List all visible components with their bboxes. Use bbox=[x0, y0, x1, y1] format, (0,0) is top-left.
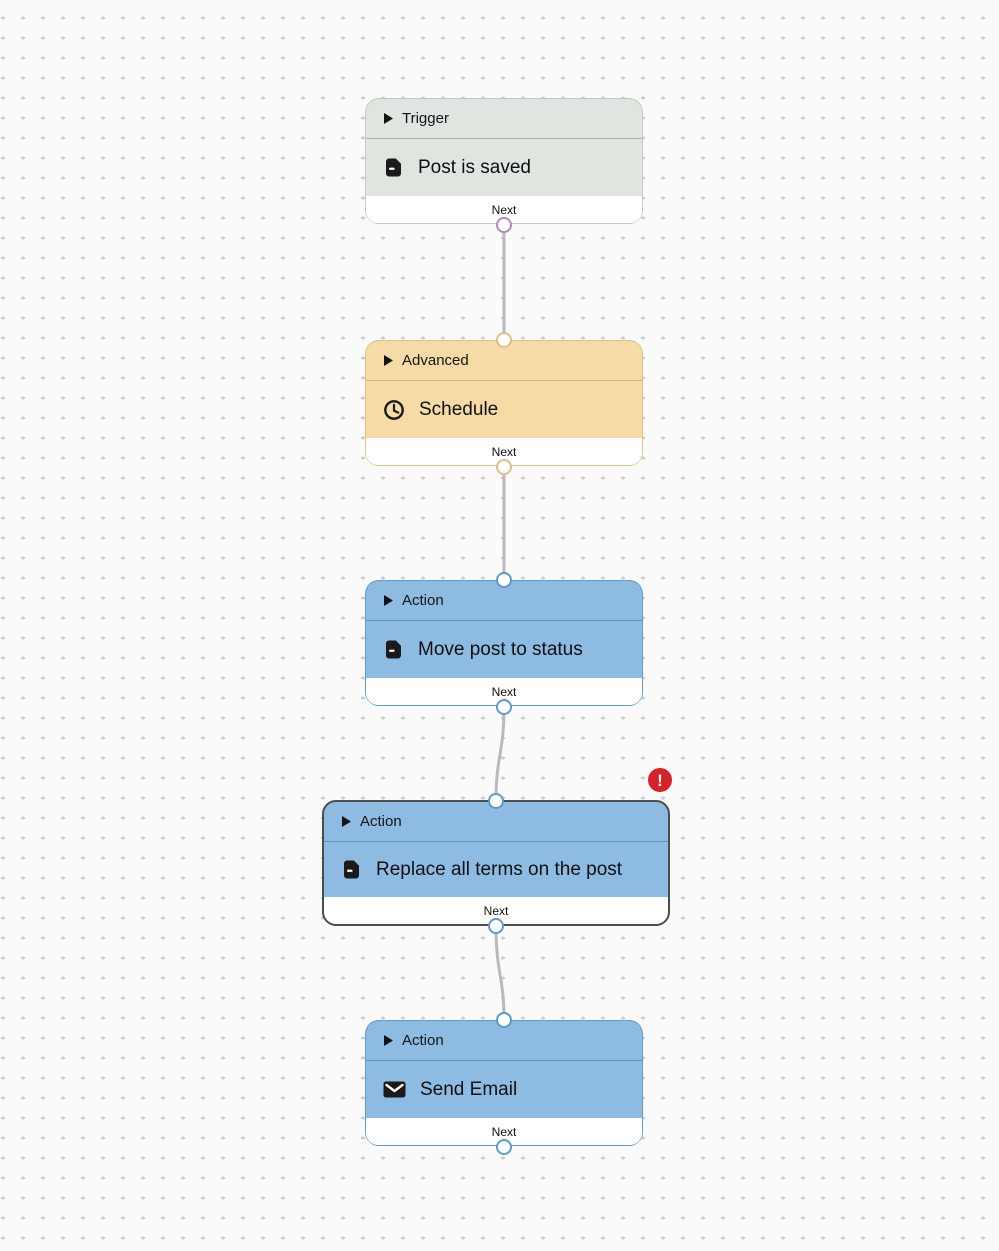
output-port[interactable] bbox=[487, 917, 504, 934]
output-port[interactable] bbox=[495, 458, 512, 475]
node-body: Send Email bbox=[366, 1061, 642, 1118]
node-header[interactable]: Action bbox=[366, 581, 642, 621]
output-port[interactable] bbox=[495, 216, 512, 233]
node-body: Replace all terms on the post bbox=[324, 842, 668, 897]
next-label: Next bbox=[483, 903, 509, 918]
connection-line[interactable] bbox=[494, 924, 506, 1022]
document-icon bbox=[383, 639, 404, 660]
node-kind-label: Action bbox=[402, 592, 444, 609]
node-title: Schedule bbox=[419, 398, 499, 420]
node-header[interactable]: Trigger bbox=[366, 99, 642, 139]
envelope-icon bbox=[383, 1081, 406, 1098]
node-action-move-post-to-status[interactable]: Action Move post to status Next bbox=[365, 571, 643, 715]
expand-arrow-icon[interactable] bbox=[384, 595, 393, 606]
node-kind-label: Advanced bbox=[402, 352, 469, 369]
node-title: Replace all terms on the post bbox=[376, 858, 623, 880]
node-title: Move post to status bbox=[418, 638, 583, 660]
next-label: Next bbox=[491, 684, 517, 699]
node-kind-label: Trigger bbox=[402, 110, 449, 127]
node-action-replace-all-terms[interactable]: ! Action Replace all terms on the post N… bbox=[322, 768, 672, 934]
connection-line[interactable] bbox=[494, 704, 506, 802]
document-icon bbox=[383, 157, 404, 178]
node-header[interactable]: Action bbox=[366, 1021, 642, 1061]
input-port[interactable] bbox=[495, 331, 512, 348]
node-title: Post is saved bbox=[418, 156, 531, 178]
node-kind-label: Action bbox=[360, 813, 402, 830]
node-action-send-email[interactable]: Action Send Email Next bbox=[365, 1011, 643, 1155]
next-label: Next bbox=[491, 444, 517, 459]
output-port[interactable] bbox=[495, 698, 512, 715]
node-body: Move post to status bbox=[366, 621, 642, 678]
clock-icon bbox=[383, 399, 405, 421]
output-port[interactable] bbox=[495, 1138, 512, 1155]
expand-arrow-icon[interactable] bbox=[384, 113, 393, 124]
input-port[interactable] bbox=[495, 571, 512, 588]
expand-arrow-icon[interactable] bbox=[342, 816, 351, 827]
expand-arrow-icon[interactable] bbox=[384, 355, 393, 366]
next-label: Next bbox=[491, 202, 517, 217]
input-port[interactable] bbox=[487, 792, 504, 809]
input-port[interactable] bbox=[495, 1011, 512, 1028]
node-body: Post is saved bbox=[366, 139, 642, 196]
node-kind-label: Action bbox=[402, 1032, 444, 1049]
node-title: Send Email bbox=[420, 1078, 518, 1100]
node-header[interactable]: Advanced bbox=[366, 341, 642, 381]
document-icon bbox=[341, 859, 362, 880]
node-advanced-schedule[interactable]: Advanced Schedule Next bbox=[365, 331, 643, 475]
node-trigger-post-is-saved[interactable]: Trigger Post is saved Next bbox=[365, 98, 643, 233]
node-header[interactable]: Action bbox=[324, 802, 668, 842]
node-body: Schedule bbox=[366, 381, 642, 438]
next-label: Next bbox=[491, 1124, 517, 1139]
error-badge[interactable]: ! bbox=[648, 768, 672, 792]
expand-arrow-icon[interactable] bbox=[384, 1035, 393, 1046]
